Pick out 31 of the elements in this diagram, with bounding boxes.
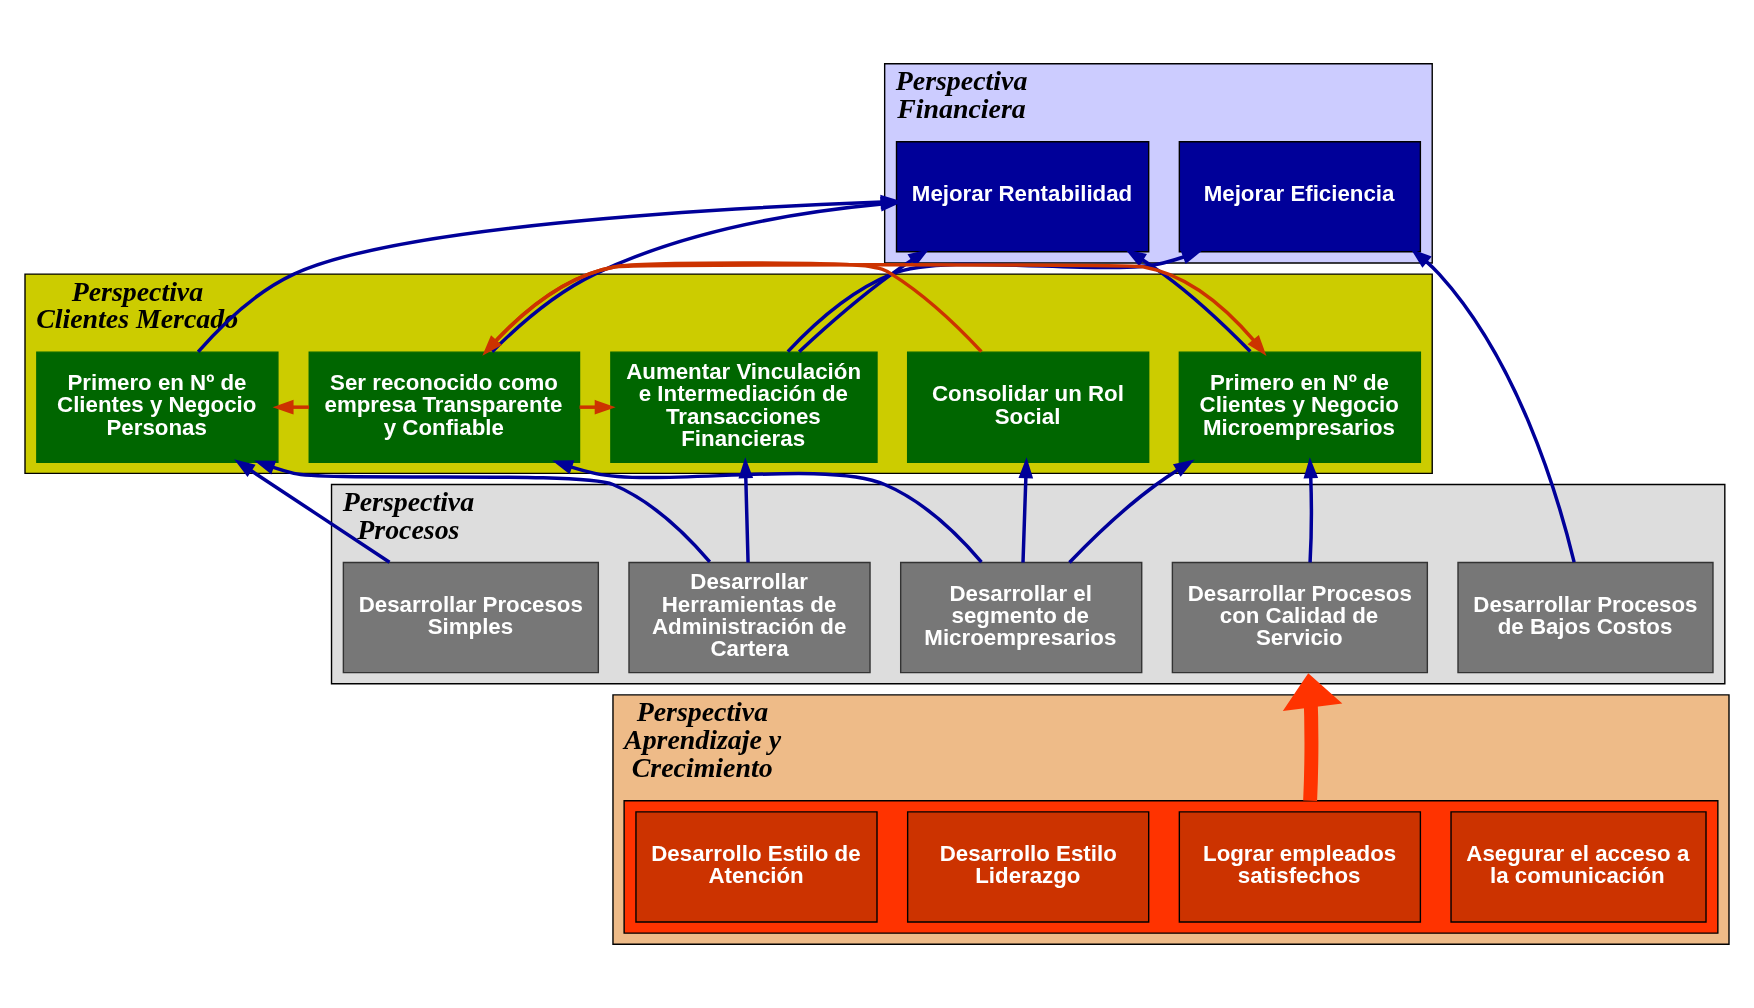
node-box: Aumentar Vinculación e Intermediación de Transacciones Financieras <box>610 351 878 463</box>
node-box: Primero en Nº de Clientes y Negocio Microempresarios <box>1178 351 1422 463</box>
node-box: Mejorar Rentabilidad <box>895 141 1150 253</box>
arrow <box>484 263 1267 356</box>
node-box: Desarrollo Estilo de Atención <box>635 811 878 923</box>
node-box: Ser reconocido como empresa Transparente y Confiable <box>308 351 581 463</box>
arrow <box>1410 248 1576 563</box>
node-box: Mejorar Eficiencia <box>1178 141 1422 253</box>
cluster <box>623 800 1719 934</box>
node-box: Desarrollar Procesos con Calidad de Servicio <box>1171 561 1429 674</box>
arrow <box>254 460 712 564</box>
arrow <box>234 459 391 564</box>
node-box: Desarrollar el segmento de Microempresarios <box>900 561 1143 674</box>
arrow <box>552 460 983 564</box>
arrow <box>1068 459 1195 564</box>
arrow <box>1282 673 1343 802</box>
node-box: Primero en Nº de Clientes y Negocio Personas <box>36 351 279 463</box>
node-box: Lograr empleados satisfechos <box>1178 811 1422 923</box>
arrow <box>1125 249 1252 353</box>
arrow <box>1303 457 1319 563</box>
node-box: Desarrollar Procesos de Bajos Costos <box>1457 561 1714 674</box>
arrow <box>272 399 310 415</box>
node-box: Consolidar un Rol Social <box>906 351 1150 463</box>
arrow <box>579 399 616 415</box>
node-box: Desarrollo Estilo Liderazgo <box>906 811 1150 923</box>
node-box: Asegurar el acceso a la comunicación <box>1450 811 1707 923</box>
node-box: Desarrollar Herramientas de Administración de Cartera <box>628 561 871 674</box>
arrow <box>798 249 930 353</box>
node-box: Desarrollar Procesos Simples <box>342 561 600 674</box>
arrow <box>1018 457 1034 563</box>
arrow <box>482 261 983 356</box>
